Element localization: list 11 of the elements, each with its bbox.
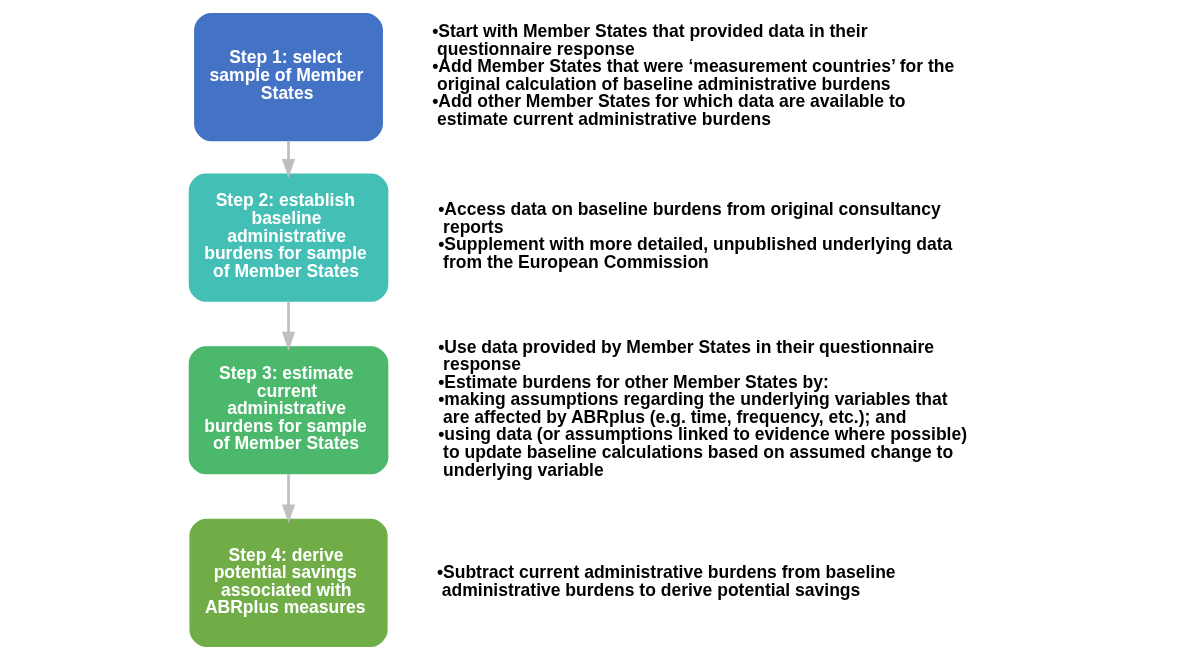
node-label: •Subtract current administrative burdens from baseline administrative burdens to derive potential savings — [436, 562, 896, 600]
node-label: •Use data provided by Member States in their questionnaire response — [438, 336, 934, 375]
node-box: Step 4: derive potential savings associated with ABRplus measures — [189, 518, 388, 647]
arrow — [281, 140, 296, 178]
node-label: •Start with Member States that provided data in their questionnaire response — [432, 21, 868, 59]
node-box: Step 3: estimate current administrative burdens for sample of Member States — [188, 346, 389, 475]
node-box: Step 2: establish baseline administrative burdens for sample of Member States — [188, 173, 389, 302]
node-label: •Access data on baseline burdens from original consultancy reports — [438, 199, 941, 237]
arrow — [281, 473, 296, 524]
arrow — [281, 301, 296, 351]
node-box: Step 1: select sample of Member States — [194, 13, 383, 142]
